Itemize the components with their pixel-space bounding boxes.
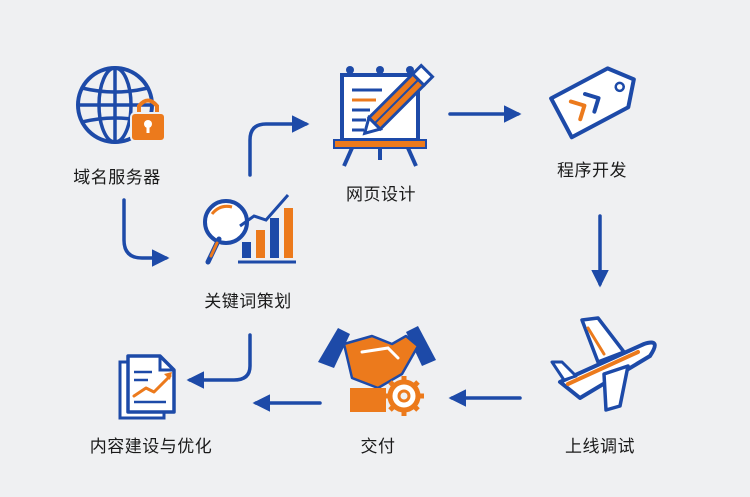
node-label-test: 上线调试 <box>565 437 635 457</box>
node-label-keyword: 关键词策划 <box>204 292 292 312</box>
globe-lock-icon <box>76 66 166 144</box>
magnifier-bar-chart-icon <box>203 194 296 265</box>
easel-pencil-icon <box>333 63 435 167</box>
node-label-dev: 程序开发 <box>557 161 627 181</box>
airplane-icon <box>550 316 657 412</box>
arrow-keyword-to-content <box>186 333 252 389</box>
document-chart-icon <box>118 354 176 420</box>
node-label-content: 内容建设与优化 <box>89 437 213 457</box>
connectors <box>122 105 609 412</box>
arrow-domain-to-keyword <box>122 198 170 267</box>
handshake-gear-icon <box>318 326 436 416</box>
node-label-deliver: 交付 <box>360 437 396 457</box>
arrow-keyword-to-design <box>248 115 310 177</box>
code-tag-icon <box>549 66 636 140</box>
node-label-design: 网页设计 <box>346 185 416 205</box>
node-label-domain: 域名服务器 <box>73 168 161 188</box>
